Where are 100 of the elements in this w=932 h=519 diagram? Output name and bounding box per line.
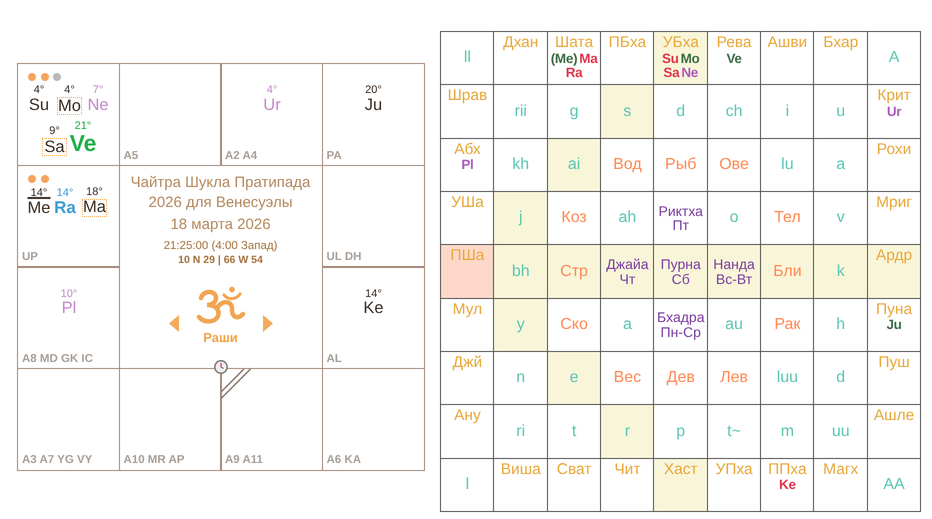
planet-label: Ma [82, 198, 107, 216]
chart-house [17, 164, 120, 268]
sign-label: Ско [560, 316, 588, 334]
letter-label: ll [464, 49, 471, 68]
letter-label: v [836, 209, 845, 228]
tithi-label: Бхадра Пн-Ср [656, 310, 704, 340]
tithi-label: Джайа Чт [606, 257, 649, 286]
chart-house [322, 63, 424, 166]
planet-label: Ra [54, 198, 76, 218]
nakshatra-label: Рохи [876, 140, 912, 158]
chart-house [17, 63, 120, 166]
house-label: A5 [124, 150, 138, 163]
planet-label: Pl [461, 158, 474, 172]
sign-label: Лев [720, 369, 748, 388]
letter-label: g [570, 102, 579, 121]
event-date: 18 марта 2026 [170, 214, 271, 234]
letter-label: kh [512, 156, 530, 174]
planet-label: Ur [263, 96, 281, 115]
nakshatra-label: Ашле [874, 407, 914, 426]
chart-house [322, 266, 424, 369]
letter-label: s [623, 102, 632, 121]
coordinates-text: 10 N 29 | 66 W 54 [178, 254, 263, 266]
house-label: PA [326, 150, 342, 163]
chart-house [220, 63, 323, 166]
letter-label: u [836, 102, 846, 121]
house-label: AL [326, 352, 342, 366]
planet-label: Ju [886, 318, 902, 332]
planet-label: Sa [42, 138, 67, 156]
planet-label: Mo [680, 52, 700, 66]
letter-label: t~ [727, 422, 741, 441]
nakshatra-label: Чит [614, 460, 640, 478]
event-time: 21:25:00 (4:00 Запад) [164, 240, 278, 253]
letter-label: d [676, 102, 686, 121]
house-label: A9 A11 [225, 454, 263, 468]
house-label: UP [22, 251, 38, 264]
sign-label: Ове [719, 156, 749, 174]
planet-label: Ur [886, 105, 902, 119]
degree-label: 4° [266, 84, 278, 97]
letter-label: i [786, 102, 790, 121]
chart-house [17, 368, 120, 470]
nakshatra-label: Шрав [448, 87, 488, 106]
nakshatra-label: Бхар [823, 34, 858, 52]
planet-label: Ke [779, 478, 796, 492]
sign-label: Дев [666, 369, 695, 388]
nakshatra-label: Дхан [503, 34, 538, 52]
planet-label: Su [662, 52, 679, 66]
degree-label: 14° [365, 288, 382, 301]
letter-label: A [888, 49, 900, 68]
planet-label: Ne [87, 96, 109, 115]
planet-label: Su [28, 96, 50, 115]
nakshatra-label: Пуш [878, 354, 910, 372]
letter-label: uu [832, 422, 850, 441]
letter-label: j [518, 209, 523, 228]
letter-label: AA [883, 476, 905, 494]
letter-label: n [516, 369, 526, 388]
sign-label: Рыб [665, 156, 696, 174]
letter-label: t [572, 422, 576, 441]
tithi-label: Нанда Вс-Вт [713, 257, 755, 286]
chart-type-label: Раши [203, 330, 238, 346]
letter-label: r [624, 422, 630, 441]
letter-label: au [725, 316, 743, 334]
planet-label: Me [28, 198, 50, 218]
planet-label: Pl [62, 299, 76, 318]
event-title: Чайтра Шукла Пратипада 2026 для Венесуэлы [130, 172, 312, 213]
planet-label: Ra [566, 66, 582, 80]
letter-label: ch [726, 102, 742, 121]
letter-label: luu [776, 369, 798, 388]
nakshatra-label: Пуна [876, 300, 912, 318]
letter-label: k [836, 262, 845, 281]
sign-label: Коз [561, 209, 587, 228]
letter-label: lu [781, 156, 794, 174]
nakshatra-label: Ардр [876, 247, 912, 266]
letter-label: e [570, 369, 579, 388]
letter-label: bh [512, 262, 530, 281]
nakshatra-label: Шата [555, 34, 594, 52]
degree-label: 4° [34, 84, 44, 97]
planet-label: Ne [681, 66, 698, 80]
letter-label: d [836, 369, 846, 388]
house-label: A2 A4 [225, 150, 258, 163]
degree-label: 18° [86, 186, 103, 198]
letter-label: p [676, 422, 686, 441]
degree-label: 21° [74, 120, 92, 133]
letter-label: rii [514, 102, 527, 121]
house-label: A10 MR AP [124, 454, 184, 468]
nakshatra-label: ППха [768, 460, 807, 478]
nakshatra-label: ПШа [450, 247, 484, 266]
nakshatra-label: Ашви [768, 34, 808, 52]
nakshatra-label: Магх [823, 460, 858, 478]
chart-house [118, 63, 222, 166]
nakshatra-label: Джй [452, 354, 482, 372]
letter-label: l [466, 476, 470, 494]
planet-label: Sa [663, 66, 680, 80]
planet-label: Ve [726, 52, 742, 66]
house-label: A8 MD GK IC [22, 352, 93, 366]
sign-label: Стр [560, 262, 588, 281]
degree-label: 7° [92, 84, 104, 97]
chart-house [322, 164, 424, 268]
planet-label: Ma [579, 52, 598, 66]
nakshatra-label: Крит [877, 87, 911, 106]
planet-label: Ve [70, 130, 96, 156]
